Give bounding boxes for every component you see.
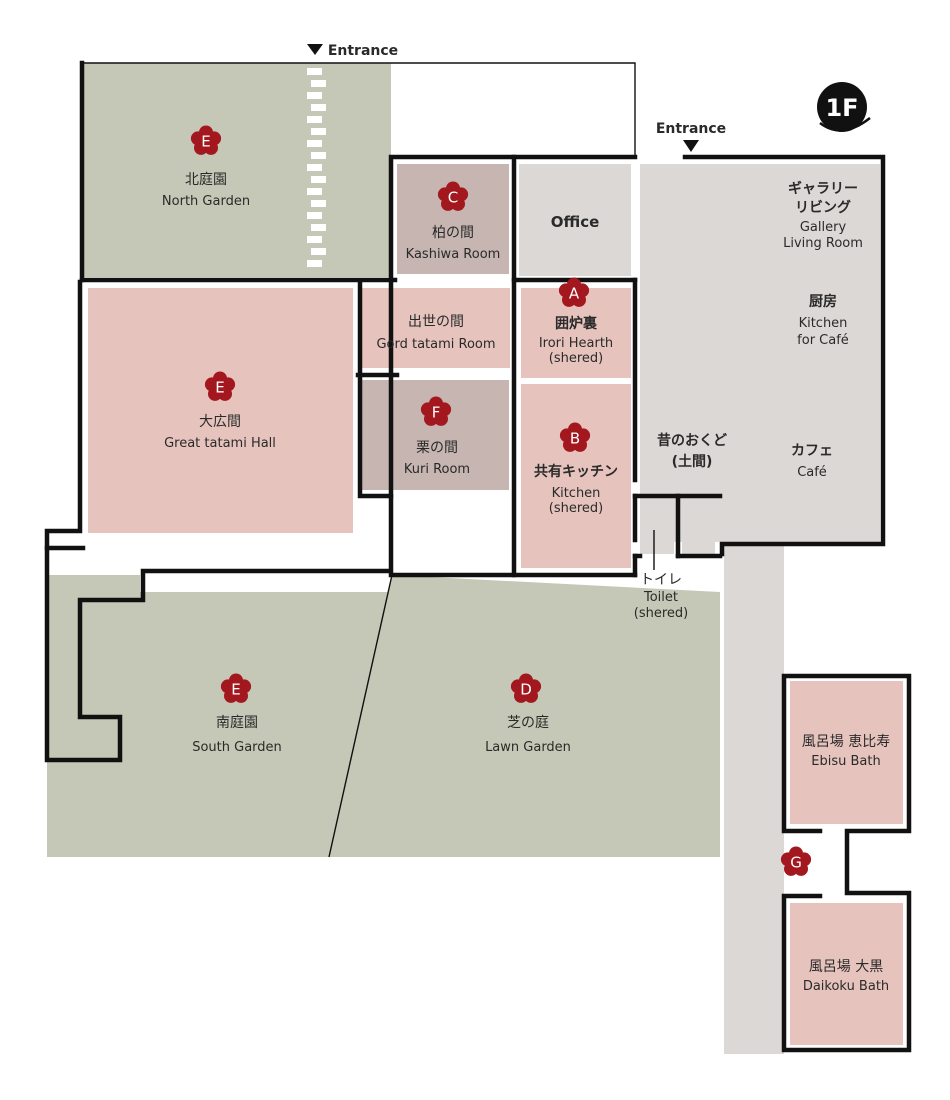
doma-jp-1: 昔のおくど xyxy=(657,433,727,449)
office-area xyxy=(519,164,631,276)
kashiwa-jp: 柏の間 xyxy=(432,225,474,241)
gallery-en-2: Living Room xyxy=(783,236,863,251)
lawn-garden-jp: 芝の庭 xyxy=(507,714,549,731)
marker-kashiwa: C xyxy=(437,181,469,211)
lawn-garden-area xyxy=(329,575,720,857)
entrance-right-arrow xyxy=(683,140,699,152)
toilet-en: Toilet xyxy=(643,590,678,605)
north-garden-area xyxy=(82,63,391,277)
kitchen-area xyxy=(521,384,631,568)
great-hall-area xyxy=(88,288,353,533)
svg-text:1F: 1F xyxy=(825,94,858,122)
daikoku-bath-area xyxy=(790,903,903,1045)
cafe-kitchen-en-2: for Café xyxy=(797,333,849,348)
office-label: Office xyxy=(551,213,600,231)
svg-text:E: E xyxy=(201,133,210,151)
toilet-jp: トイレ xyxy=(640,572,682,588)
svg-text:E: E xyxy=(215,379,224,397)
south-garden-en: South Garden xyxy=(192,740,282,755)
marker-kitchen: B xyxy=(559,422,591,452)
marker-south-garden: E xyxy=(220,673,252,703)
svg-text:E: E xyxy=(231,681,240,699)
svg-text:A: A xyxy=(569,285,580,303)
svg-text:G: G xyxy=(790,854,802,872)
south-garden-area xyxy=(47,575,388,857)
entrance-right-label: Entrance xyxy=(656,121,726,137)
marker-kuri: F xyxy=(420,396,452,426)
gord-room-area xyxy=(360,288,510,368)
svg-text:D: D xyxy=(520,681,532,699)
walls xyxy=(44,60,912,1053)
irori-jp: 囲炉裏 xyxy=(555,315,598,332)
kitchen-note: (shered) xyxy=(549,501,603,516)
floor-badge: 1F xyxy=(817,82,871,132)
kuri-en: Kuri Room xyxy=(404,462,470,477)
entrance-top-label: Entrance xyxy=(328,43,398,59)
daikoku-bath-en: Daikoku Bath xyxy=(803,979,889,994)
north-garden-jp: 北庭園 xyxy=(185,171,227,188)
stepping-stones xyxy=(307,68,326,267)
gord-jp: 出世の間 xyxy=(408,314,464,330)
kuri-jp: 栗の間 xyxy=(416,440,458,456)
north-garden-en: North Garden xyxy=(162,194,250,209)
great-hall-en: Great tatami Hall xyxy=(164,436,276,451)
svg-text:F: F xyxy=(432,404,441,422)
gallery-en-1: Gallery xyxy=(800,220,847,235)
kashiwa-en: Kashiwa Room xyxy=(406,247,501,262)
gord-en: Gord tatami Room xyxy=(376,337,495,352)
gallery-jp-1: ギャラリー xyxy=(788,180,858,197)
daikoku-bath-jp: 風呂場 大黒 xyxy=(809,959,883,975)
cafe-kitchen-jp: 厨房 xyxy=(809,293,837,310)
doma-jp-2: (土間) xyxy=(672,453,713,470)
marker-irori: A xyxy=(558,277,590,307)
great-hall-jp: 大広間 xyxy=(199,414,241,430)
south-garden-jp: 南庭園 xyxy=(216,714,258,731)
irori-en: Irori Hearth xyxy=(539,336,613,351)
marker-great-hall: E xyxy=(204,371,236,401)
irori-note: (shered) xyxy=(549,351,603,366)
service-strip xyxy=(724,520,784,1054)
cafe-kitchen-en-1: Kitchen xyxy=(799,316,848,331)
ebisu-bath-area xyxy=(790,681,903,824)
kitchen-jp: 共有キッチン xyxy=(534,463,618,480)
cafe-jp: カフェ xyxy=(791,443,833,459)
toilet-note: (shered) xyxy=(634,606,688,621)
kitchen-en: Kitchen xyxy=(552,486,601,501)
marker-bath: G xyxy=(780,846,812,876)
gallery-area xyxy=(768,164,878,256)
ebisu-bath-en: Ebisu Bath xyxy=(811,754,880,769)
cafe-en: Café xyxy=(797,465,827,480)
gallery-jp-2: リビング xyxy=(795,199,851,216)
entrance-top-arrow xyxy=(307,44,323,55)
marker-lawn-garden: D xyxy=(510,673,542,703)
toilet-stall-1 xyxy=(640,502,674,554)
toilet-stall-2 xyxy=(682,502,715,554)
svg-text:C: C xyxy=(448,189,458,207)
lawn-garden-en: Lawn Garden xyxy=(485,740,571,755)
cafe-kitchen-area xyxy=(768,262,878,378)
marker-north-garden: E xyxy=(190,125,222,155)
svg-text:B: B xyxy=(570,430,580,448)
ebisu-bath-jp: 風呂場 恵比寿 xyxy=(802,733,890,750)
thin-lines xyxy=(82,62,655,858)
